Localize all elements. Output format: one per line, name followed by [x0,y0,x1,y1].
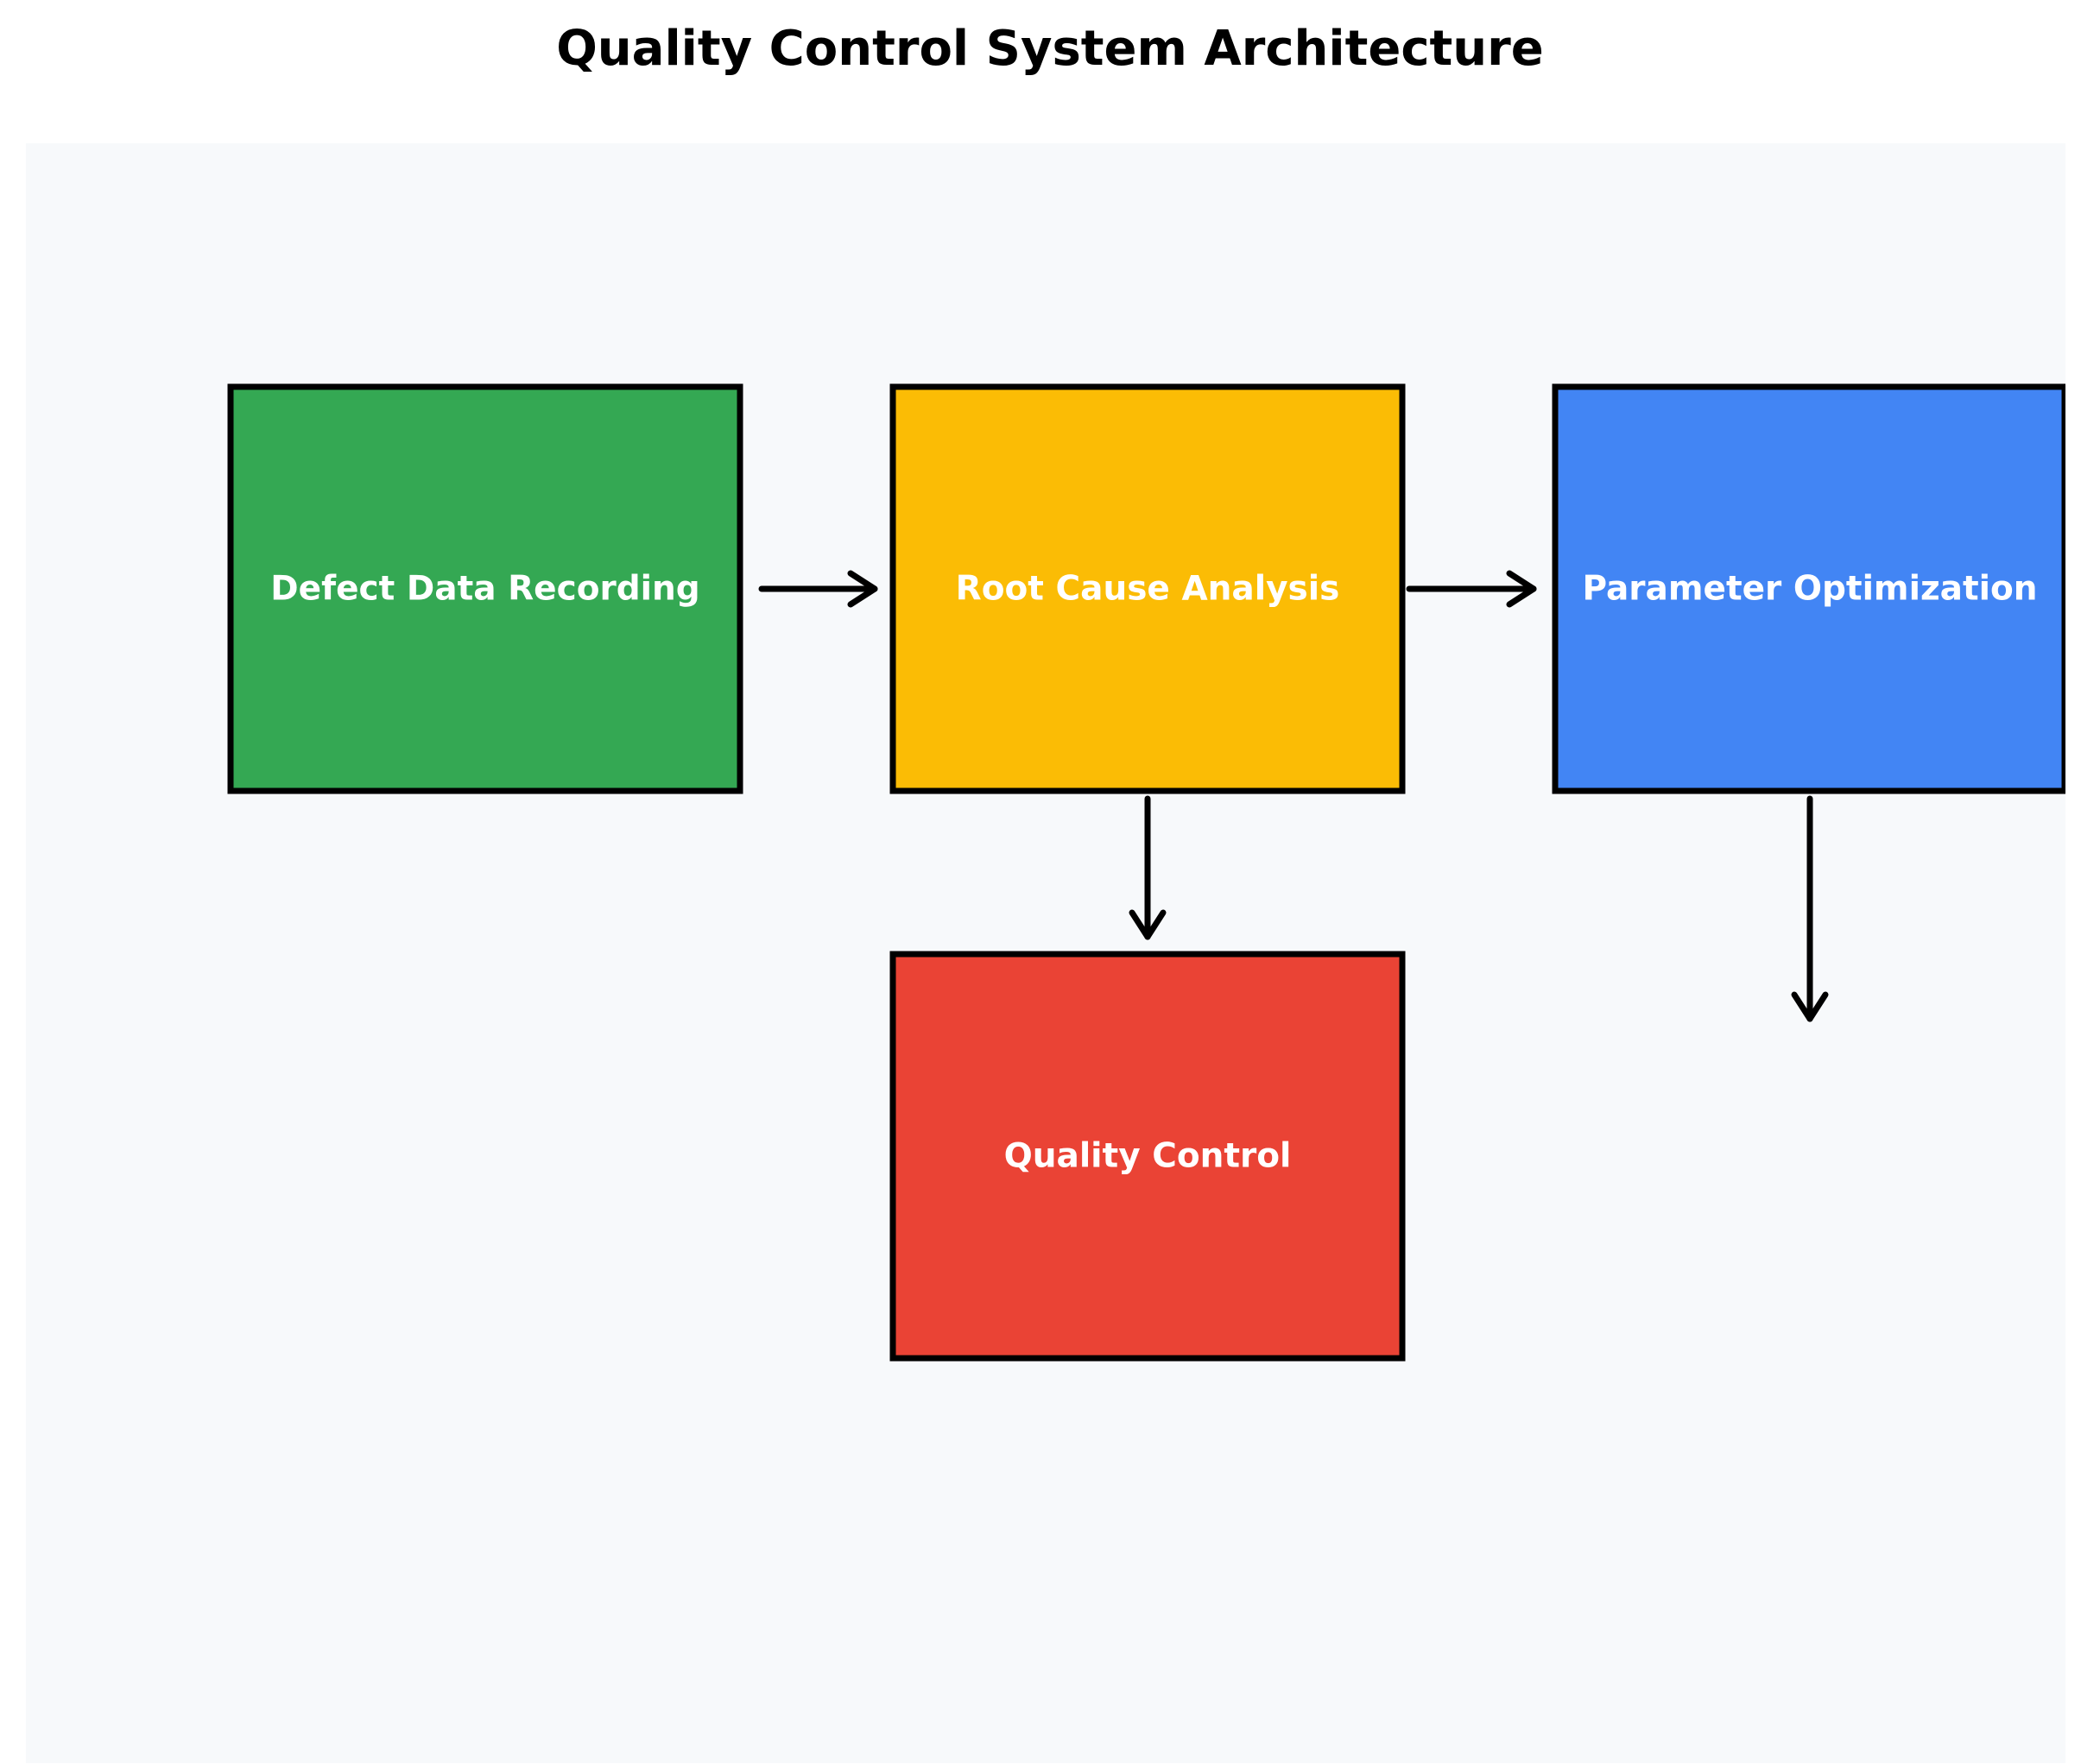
node-quality-control: Quality Control [889,951,1406,1362]
arrow-root-cause-to-parameter [1406,570,1537,608]
node-box [889,951,1406,1362]
arrow-root-cause-to-quality-control [1129,795,1167,940]
node-defect-data-recording: Defect Data Recording [227,383,743,794]
node-label: Parameter Optimization [1582,570,2037,609]
arrow-parameter-down [1791,795,1829,1022]
node-box [227,383,743,794]
page-title: Quality Control System Architecture [556,21,1544,77]
node-label: Quality Control [1004,1137,1292,1176]
arrow-defect-to-root-cause [758,570,878,608]
node-box [1552,383,2065,794]
node-label: Defect Data Recording [270,570,699,609]
node-parameter-optimization: Parameter Optimization [1552,383,2065,794]
node-root-cause-analysis: Root Cause Analysis [889,383,1406,794]
node-label: Root Cause Analysis [956,570,1340,609]
node-box [889,383,1406,794]
